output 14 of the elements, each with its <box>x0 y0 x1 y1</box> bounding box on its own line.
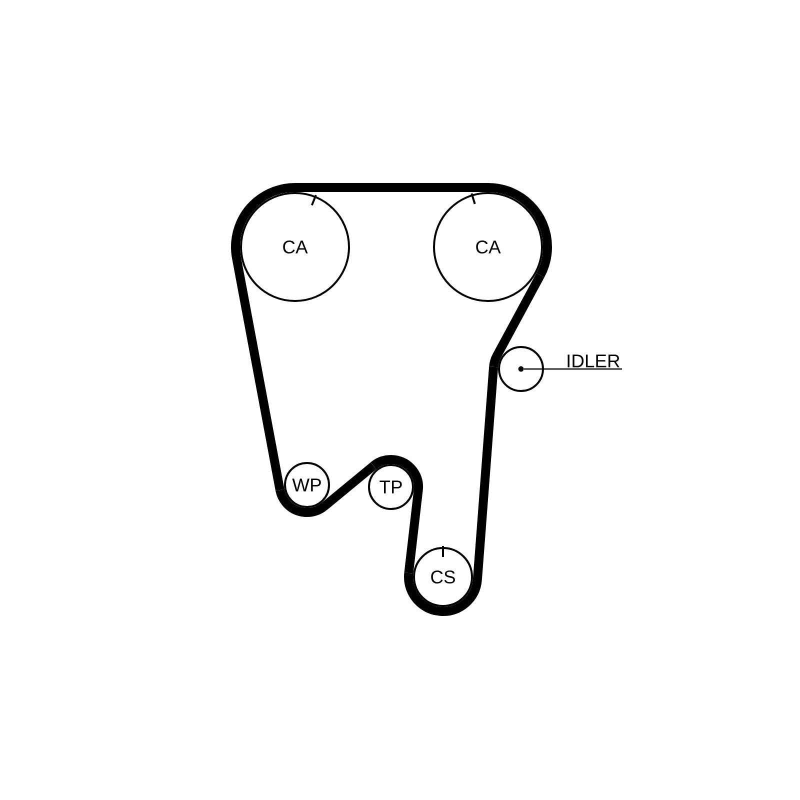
pulley: CA <box>240 192 350 302</box>
pulley: CS <box>413 547 473 607</box>
belt <box>276 462 376 517</box>
belt <box>404 366 498 616</box>
belt <box>295 183 552 278</box>
leader-line <box>524 368 622 370</box>
belt <box>370 455 423 574</box>
part-label: IDLER <box>568 354 620 368</box>
belt <box>489 273 544 368</box>
pulley <box>498 346 544 392</box>
belt <box>231 183 296 491</box>
pulley: TP <box>368 464 414 510</box>
pulley: CA <box>433 192 543 302</box>
pulley: WP <box>284 462 330 508</box>
